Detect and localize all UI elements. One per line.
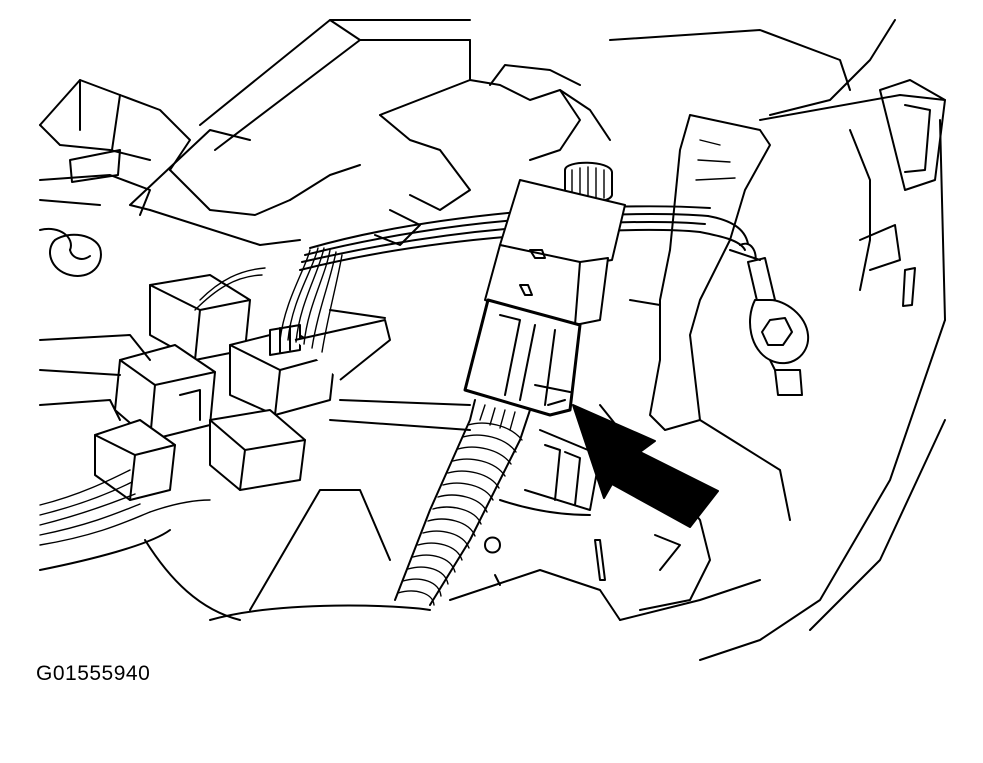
left-connector-assembly <box>94 274 391 501</box>
left-connector-wires <box>39 247 343 546</box>
figure-id-label: G01555940 <box>36 662 151 685</box>
paddle-lever <box>649 114 771 431</box>
upper-slanted-beam <box>129 19 471 246</box>
upper-left-bracket <box>39 79 251 277</box>
main-connector <box>463 179 626 417</box>
callout-arrow-icon <box>572 404 719 528</box>
left-frame <box>39 334 471 621</box>
corrugated-conduit <box>394 399 531 606</box>
upper-right-frame <box>609 19 946 661</box>
center-upper-housing <box>374 39 611 246</box>
ground-strap <box>739 242 810 396</box>
